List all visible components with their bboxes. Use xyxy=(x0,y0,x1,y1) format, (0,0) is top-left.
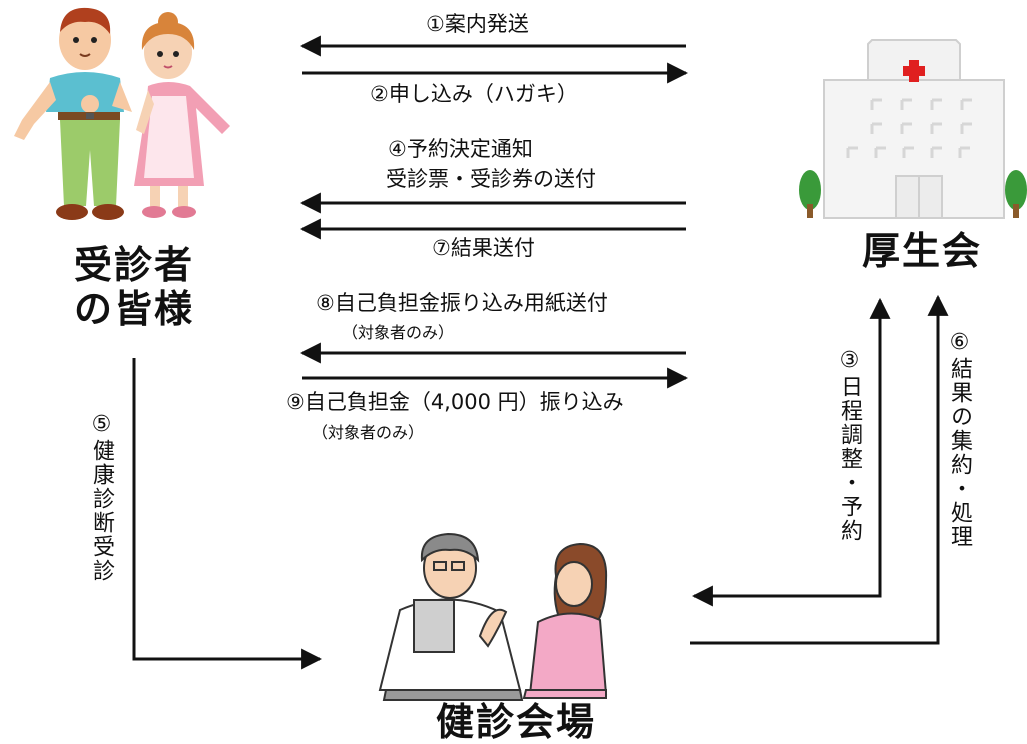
step-1-label: ①案内発送 xyxy=(426,12,529,36)
step-3-label: ③日程調整・予約 xyxy=(837,348,862,543)
tree-icon xyxy=(1005,170,1027,218)
step-5-label: ⑤健康診断受診 xyxy=(89,412,114,583)
patient-figure xyxy=(522,542,608,699)
doctor-figure xyxy=(378,532,524,701)
couple-illustration-icon xyxy=(14,7,230,220)
step-9-note: （対象者のみ） xyxy=(312,423,425,442)
arrows xyxy=(132,35,949,670)
arrow-6-aggregation xyxy=(690,294,949,645)
step-9-label: ⑨自己負担金（4,000 円）振り込み xyxy=(286,390,624,414)
woman-figure xyxy=(134,12,230,218)
man-figure xyxy=(14,7,132,220)
clipboard-icon xyxy=(413,599,455,653)
step-4-label: ④予約決定通知 xyxy=(388,137,533,161)
step-7-label: ⑦結果送付 xyxy=(432,236,535,260)
examinees-label-line2: の皆様 xyxy=(74,287,195,331)
doctor-patient-illustration-icon xyxy=(378,532,608,701)
step-6-label: ⑥結果の集約・処理 xyxy=(947,330,972,549)
examinees-label-line1: 受診者 xyxy=(74,243,195,287)
hospital-building-icon xyxy=(799,39,1027,219)
koseikai-label: 厚生会 xyxy=(862,229,983,273)
tree-icon xyxy=(799,170,821,218)
arrow-3-scheduling xyxy=(691,297,891,607)
step-4-detail-label: 受診票・受診券の送付 xyxy=(386,167,596,191)
step-8-note: （対象者のみ） xyxy=(342,323,455,342)
step-8-label: ⑧自己負担金振り込み用紙送付 xyxy=(316,291,608,315)
windows xyxy=(846,98,972,158)
venue-label: 健診会場 xyxy=(436,700,597,744)
arrow-5-checkup xyxy=(132,358,323,670)
step-2-label: ②申し込み（ハガキ） xyxy=(370,82,578,106)
